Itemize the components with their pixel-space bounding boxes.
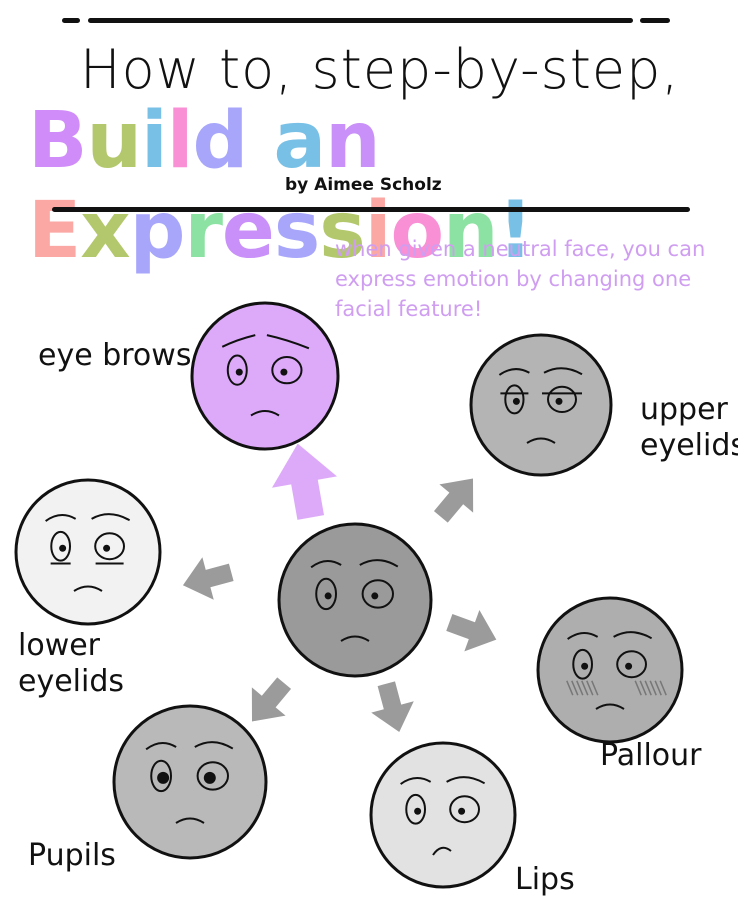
title-letter: u [86, 96, 142, 186]
title-letter: n [325, 96, 381, 186]
label-lips: Lips [515, 862, 575, 897]
eye-icon [361, 579, 394, 609]
arrow-icon [182, 557, 234, 600]
eyebrow-icon [567, 631, 653, 640]
top-rule-right [640, 18, 670, 23]
arrow-icon [446, 610, 497, 652]
pupil-icon [581, 662, 589, 670]
eye-icon [547, 385, 577, 413]
pupil-icon [103, 544, 111, 552]
lower-eyelids-face [14, 478, 162, 626]
top-rule-left [62, 18, 80, 23]
eyebrow-icon [45, 513, 131, 522]
mouth-icon [250, 410, 280, 417]
title-letter: l [166, 96, 194, 186]
pallour-line [576, 680, 584, 696]
pupil-icon [512, 397, 520, 405]
pallour-line [639, 680, 647, 696]
eye-icon [504, 384, 525, 415]
title-letter: a [273, 96, 326, 186]
intro-note: when given a neutral face, you can expre… [335, 237, 706, 321]
label-pallour: Pallour [600, 738, 702, 773]
eyebrow-icon [310, 559, 399, 569]
eye-icon [50, 530, 71, 562]
title-letter: B [28, 96, 87, 186]
pallour-line [591, 680, 599, 696]
top-rule [88, 18, 633, 23]
eye-icon [94, 532, 125, 561]
mouth-icon [340, 635, 370, 642]
pupil-icon [324, 592, 332, 600]
pupil-icon [555, 397, 563, 405]
pallour-line [654, 680, 662, 696]
arrow-icon [271, 443, 337, 520]
label-pupils: Pupils [28, 838, 116, 873]
title-letter: s [273, 186, 320, 276]
title-letter: e [221, 186, 275, 276]
pallour-line [634, 680, 642, 696]
pupil-icon [280, 368, 288, 376]
label-lower-eyelids: lower eyelids [18, 628, 125, 699]
arrow-icon [371, 681, 414, 733]
eye-icon [315, 577, 337, 611]
title-letter: n [443, 186, 499, 276]
pupil-icon [414, 807, 422, 815]
label-upper-eyelids: upper eyelids [640, 392, 738, 463]
byline: by Aimee Scholz [285, 175, 442, 195]
eyebrow-icon [400, 776, 486, 785]
title-letter: s [319, 186, 365, 276]
eye-icon [196, 761, 230, 791]
arrow-icon [433, 478, 474, 523]
label-eyebrows: eye brows [38, 338, 192, 373]
pallour-line [571, 680, 579, 696]
pupil-icon [59, 544, 67, 552]
lips-face [369, 741, 517, 889]
eyebrows-face [190, 301, 340, 451]
pupil-icon [203, 771, 216, 784]
eye-icon [405, 793, 427, 825]
pupil-icon [625, 662, 633, 670]
eye-icon [226, 354, 248, 386]
mouth-icon [595, 703, 625, 710]
pallour-line [566, 680, 574, 696]
eyebrow-icon [145, 741, 234, 751]
pupils-face [112, 704, 268, 860]
mouth-icon [73, 585, 103, 592]
pallour-face [536, 596, 684, 744]
eye-icon [616, 650, 647, 679]
title-letter: i [364, 186, 392, 276]
pupil-icon [235, 368, 243, 376]
mouth-icon [526, 437, 556, 444]
pallour-line [649, 680, 657, 696]
mouth-icon [432, 846, 452, 856]
bottom-rule [52, 207, 690, 212]
pupil-icon [371, 592, 379, 600]
pallour-line [644, 680, 652, 696]
pallour-line [659, 680, 667, 696]
title-letter: x [80, 186, 130, 276]
eyebrow-icon [221, 334, 310, 350]
pallour-line [586, 680, 594, 696]
arrow-icon [251, 677, 292, 722]
pallour-line [581, 680, 589, 696]
title-letter: d [192, 96, 248, 186]
neutral-face [277, 522, 433, 678]
eye-icon [271, 356, 303, 385]
title-line-2: Build an Expression! [28, 96, 738, 276]
title-letter: p [129, 186, 186, 276]
eye-icon [449, 795, 481, 824]
eye-icon [572, 648, 594, 680]
eyebrow-icon [498, 367, 583, 376]
title-letter: ! [497, 186, 534, 276]
upper-eyelids-face [469, 333, 613, 477]
mouth-icon [175, 817, 205, 824]
title-letter: r [184, 186, 222, 276]
title-line-1: How to, step-by-step, [80, 38, 680, 101]
title-letter: o [390, 186, 444, 276]
title-letter: i [140, 96, 168, 186]
pupil-icon [458, 807, 466, 815]
title-letter: E [28, 186, 81, 276]
pupil-icon [157, 771, 170, 784]
eye-icon [150, 759, 172, 793]
